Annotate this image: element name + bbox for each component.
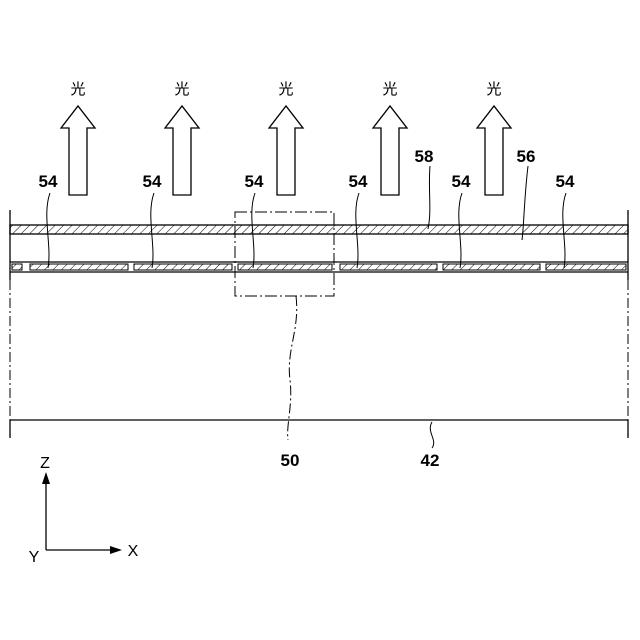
detail-label: 50	[281, 451, 300, 470]
light-label: 光	[382, 80, 397, 98]
segment-54	[238, 264, 332, 270]
segment-label: 54	[143, 172, 162, 191]
y-axis-label: Y	[29, 549, 40, 566]
gap-label: 56	[517, 147, 536, 166]
detail-region	[235, 212, 334, 440]
light-label: 光	[174, 80, 189, 98]
z-axis-label: Z	[40, 455, 50, 472]
light-arrow: 光	[477, 80, 511, 195]
segment-label: 54	[245, 172, 264, 191]
segment-label: 54	[39, 172, 58, 191]
segment-54	[12, 264, 22, 270]
x-axis-label: X	[128, 543, 139, 560]
segment-54	[340, 264, 437, 270]
light-label: 光	[70, 80, 85, 98]
light-label: 光	[278, 80, 293, 98]
coordinate-axes: Z X Y	[29, 455, 139, 566]
light-arrow: 光	[269, 80, 303, 195]
segment-54	[546, 264, 626, 270]
light-arrow: 光	[165, 80, 199, 195]
light-label: 光	[486, 80, 501, 98]
segment-label: 54	[349, 172, 368, 191]
light-arrow: 光	[373, 80, 407, 195]
segment-label: 54	[556, 172, 575, 191]
top-film-layer	[10, 225, 628, 234]
side-boundaries	[10, 210, 628, 438]
segment-54	[443, 264, 540, 270]
top-film-label: 58	[415, 147, 434, 166]
segment-label: 54	[452, 172, 471, 191]
segment-layer	[10, 262, 628, 272]
leader-lines	[47, 166, 566, 448]
substrate-label: 42	[421, 451, 440, 470]
light-arrows: 光 光 光 光 光	[61, 80, 511, 195]
light-arrow: 光	[61, 80, 95, 195]
segment-54	[30, 264, 128, 270]
segment-54	[134, 264, 232, 270]
